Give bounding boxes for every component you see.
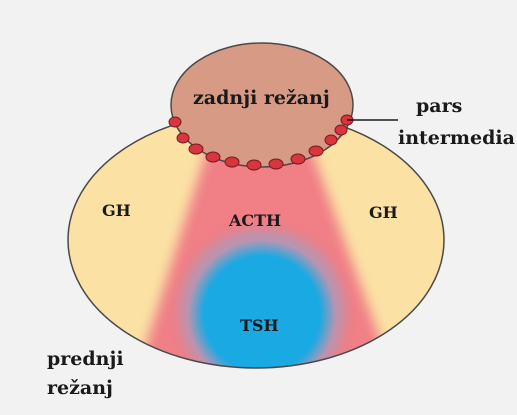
anterior-lobe-label-line2: režanj	[47, 377, 113, 399]
gh-right-label: GH	[369, 203, 398, 222]
pars-intermedia-cell	[176, 132, 190, 144]
pars-intermedia-cell	[246, 159, 262, 171]
pars-intermedia-cell	[224, 156, 240, 168]
pars-intermedia-cell	[168, 116, 182, 128]
pars-intermedia-cell	[308, 145, 324, 157]
pars-intermedia-label-line2: intermedia	[398, 127, 515, 149]
pars-intermedia-cell	[324, 134, 338, 146]
tsh-label: TSH	[240, 316, 279, 335]
posterior-lobe	[170, 42, 354, 168]
pars-intermedia-cell	[268, 158, 284, 170]
pars-intermedia-cell	[188, 143, 204, 155]
pars-intermedia-label-line1: pars	[416, 95, 463, 117]
pars-intermedia-cells	[168, 114, 354, 171]
tsh-zone	[180, 230, 344, 368]
acth-label: ACTH	[229, 211, 282, 230]
pars-intermedia-cell	[334, 124, 348, 136]
pars-intermedia-cell	[290, 153, 306, 165]
pars-intermedia-cell	[205, 151, 221, 163]
posterior-lobe-label: zadnji režanj	[193, 87, 330, 109]
gh-left-label: GH	[102, 201, 131, 220]
anterior-lobe-label-line1: prednji	[47, 348, 124, 370]
